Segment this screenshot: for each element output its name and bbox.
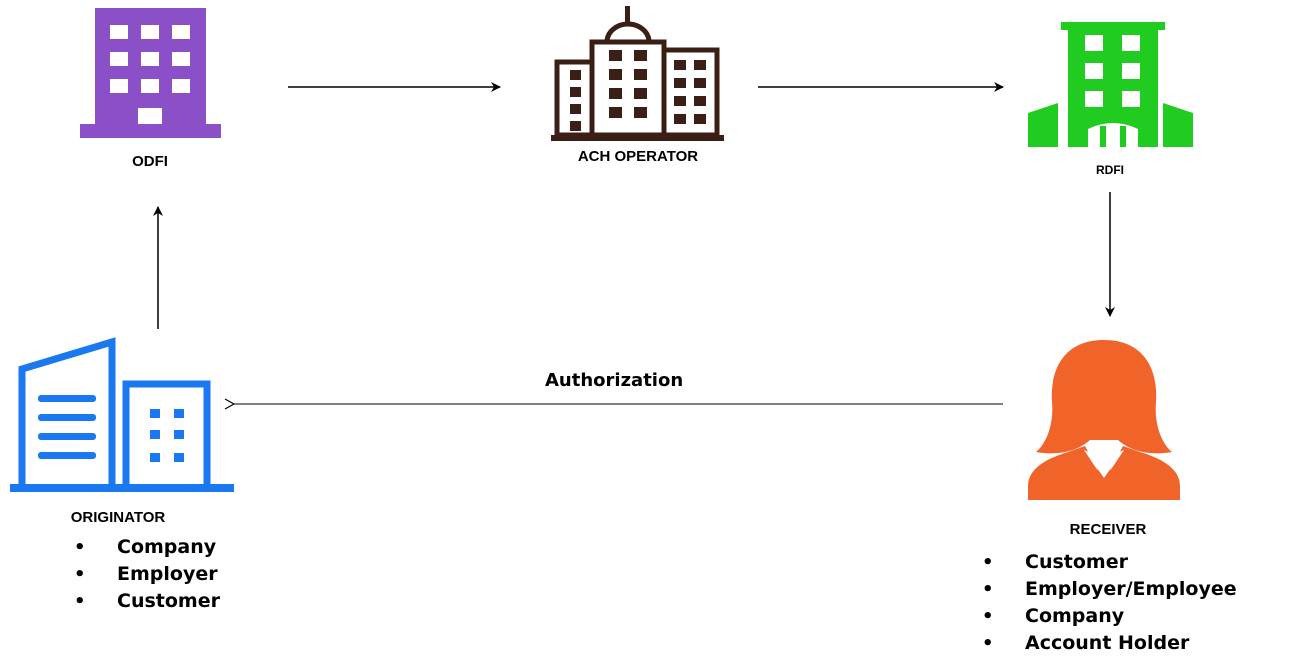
list-item: Account Holder bbox=[976, 630, 1237, 657]
receiver-person-icon bbox=[1028, 340, 1180, 500]
list-item: Employer bbox=[68, 561, 220, 588]
receiver-label: RECEIVER bbox=[1069, 521, 1147, 538]
receiver-list: Customer Employer/Employee Company Accou… bbox=[976, 549, 1237, 657]
ach-operator-label: ACH OPERATOR bbox=[577, 148, 699, 165]
odfi-label: ODFI bbox=[132, 153, 168, 170]
rdfi-label: RDFI bbox=[1096, 163, 1124, 177]
list-item: Employer/Employee bbox=[976, 576, 1237, 603]
odfi-building-icon bbox=[80, 8, 221, 138]
rdfi-building-icon bbox=[1028, 22, 1193, 147]
originator-label: ORIGINATOR bbox=[70, 509, 166, 526]
originator-list: Company Employer Customer bbox=[68, 534, 220, 615]
list-item: Customer bbox=[68, 588, 220, 615]
originator-building-icon bbox=[10, 337, 234, 492]
list-item: Customer bbox=[976, 549, 1237, 576]
authorization-label: Authorization bbox=[545, 370, 684, 391]
list-item: Company bbox=[976, 603, 1237, 630]
list-item: Company bbox=[68, 534, 220, 561]
ach-operator-building-icon bbox=[551, 6, 724, 141]
